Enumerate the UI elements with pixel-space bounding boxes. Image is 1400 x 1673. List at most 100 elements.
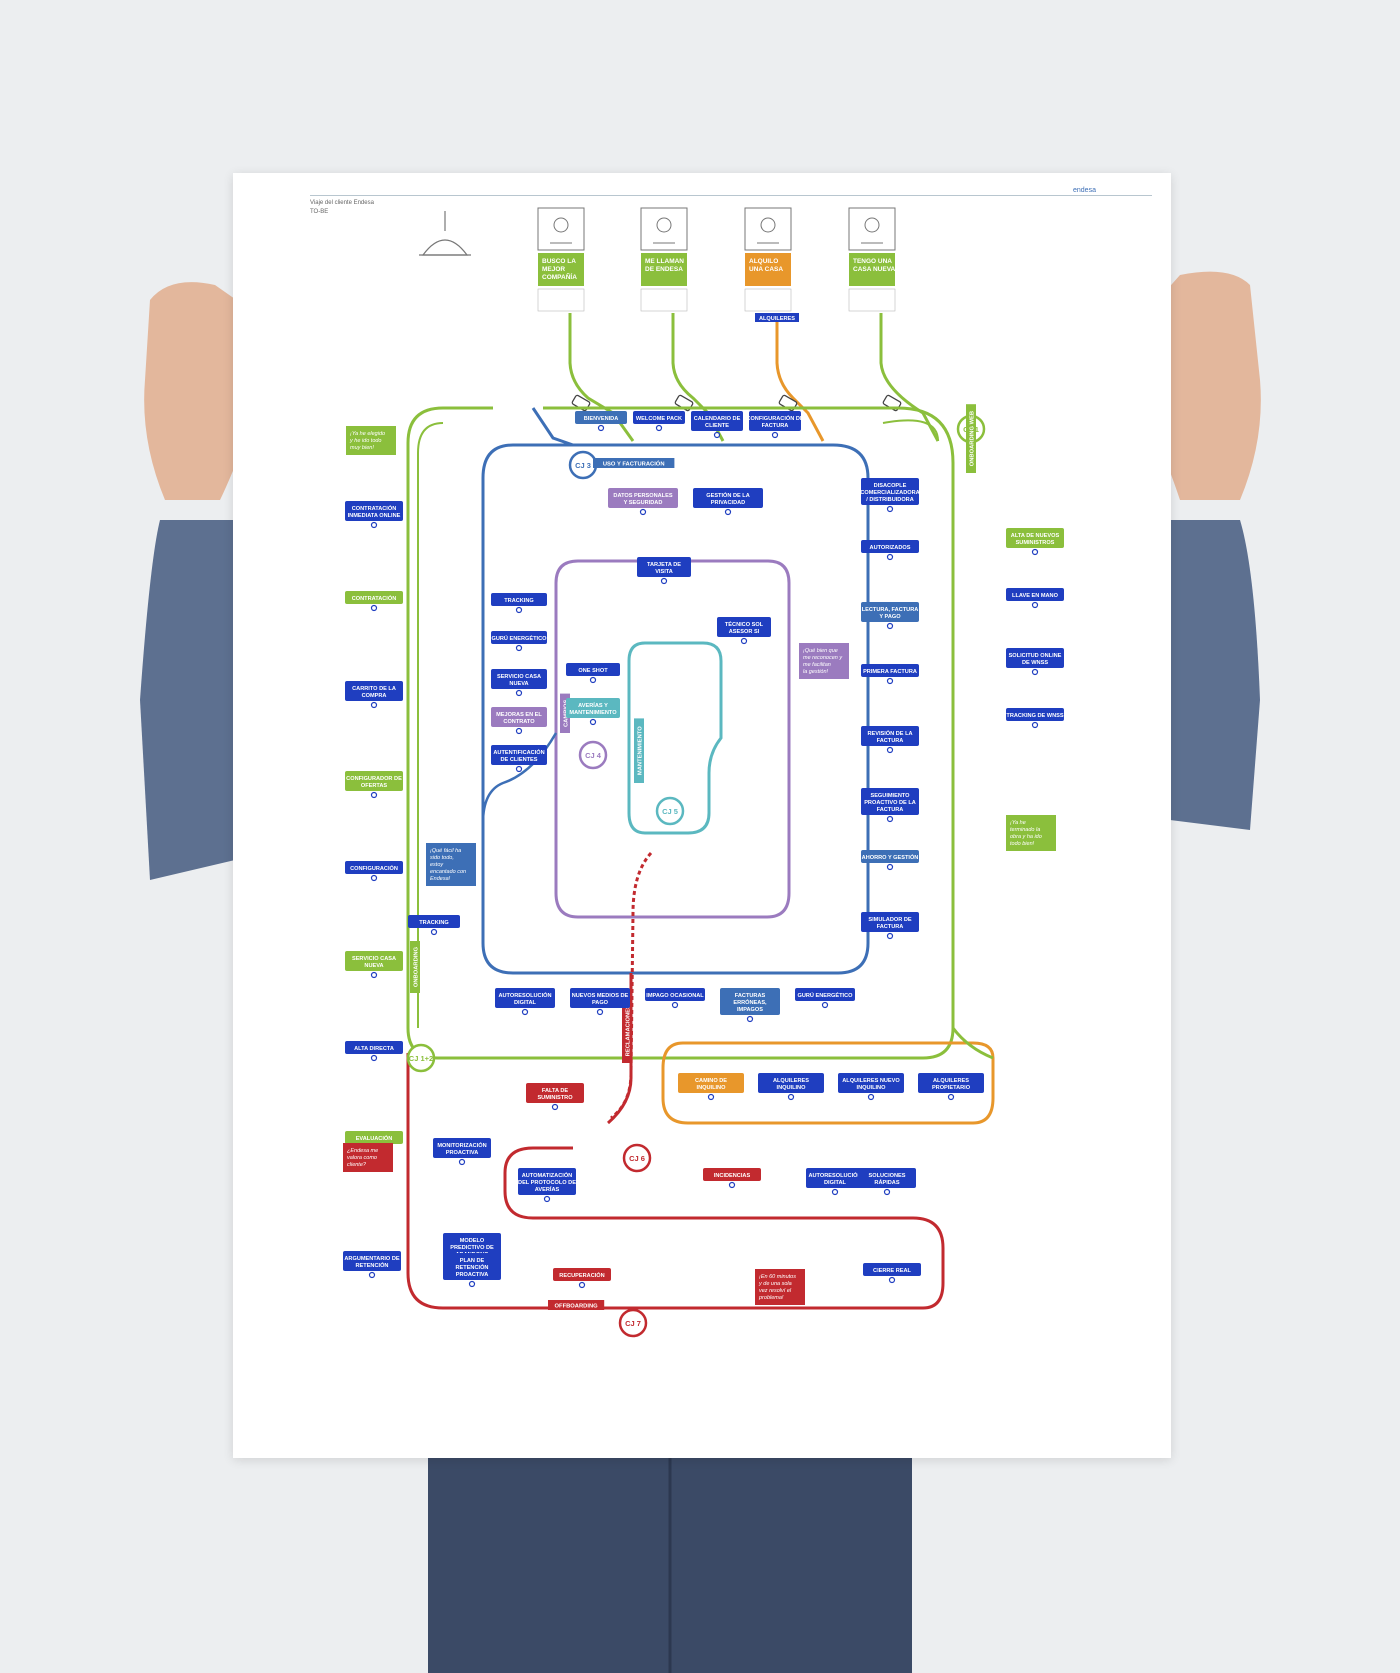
svg-text:Endesa!: Endesa! [430, 876, 451, 882]
svg-text:DIGITAL: DIGITAL [514, 1000, 537, 1006]
svg-text:AUTOMATIZACIÓN: AUTOMATIZACIÓN [522, 1171, 572, 1179]
svg-text:DE WNSS: DE WNSS [1022, 660, 1048, 666]
svg-text:ALQUILERES: ALQUILERES [759, 316, 795, 322]
svg-text:COMERCIALIZADORA: COMERCIALIZADORA [860, 490, 919, 496]
svg-text:¡Ya he: ¡Ya he [1010, 820, 1026, 826]
svg-text:DATOS PERSONALES: DATOS PERSONALES [613, 493, 672, 499]
svg-text:SEGUIMIENTO: SEGUIMIENTO [870, 793, 910, 799]
svg-text:TRACKING DE WNSS: TRACKING DE WNSS [1006, 713, 1063, 719]
poster-subtitle: TO-BE [310, 209, 329, 215]
svg-text:GURÚ ENERGÉTICO: GURÚ ENERGÉTICO [491, 634, 547, 642]
badge-cj-4: CJ 4 [578, 740, 608, 770]
svg-text:ALQUILERES: ALQUILERES [773, 1078, 809, 1084]
svg-text:FACTURA: FACTURA [877, 807, 904, 813]
journey-map-poster: Viaje del cliente Endesa TO-BE endesa [233, 173, 1171, 1458]
svg-text:NUEVA: NUEVA [509, 681, 528, 687]
station-cj3-right-1: AUTORIZADOS [861, 540, 919, 561]
svg-text:cliente?: cliente? [347, 1162, 367, 1168]
hand-key-icon [744, 207, 792, 251]
svg-text:DE CLIENTES: DE CLIENTES [501, 757, 538, 763]
svg-text:AUTENTIFICACIÓN: AUTENTIFICACIÓN [493, 748, 544, 756]
svg-text:PROACTIVA: PROACTIVA [446, 1150, 479, 1156]
svg-text:obra y ha ido: obra y ha ido [1010, 834, 1042, 840]
cj6-line-solid [607, 973, 633, 1125]
svg-text:RECUPERACIÓN: RECUPERACIÓN [559, 1271, 604, 1279]
loop-badges: CJ 1CJ 1+2CJ 3CJ 4CJ 5CJ 6CJ 7ONBOARDING… [406, 404, 986, 1338]
svg-text:la gestión!: la gestión! [803, 669, 829, 675]
svg-text:Y SEGURIDAD: Y SEGURIDAD [624, 500, 663, 506]
svg-text:CONFIGURADOR DE: CONFIGURADOR DE [346, 776, 402, 782]
svg-text:MANTENIMIENTO: MANTENIMIENTO [569, 710, 617, 716]
badge-cj-1-2: CJ 1+2 [406, 1043, 436, 1073]
svg-text:CIERRE REAL: CIERRE REAL [873, 1268, 911, 1274]
svg-text:ALQUILERES NUEVO: ALQUILERES NUEVO [842, 1078, 900, 1084]
svg-text:PROACTIVA: PROACTIVA [456, 1272, 489, 1278]
svg-text:VISITA: VISITA [655, 569, 673, 575]
svg-text:ONBOARDING: ONBOARDING [414, 946, 420, 987]
tablet-hand-icon [537, 207, 585, 251]
badge-cj-3: CJ 3 [568, 450, 598, 480]
svg-text:ALQUILO: ALQUILO [749, 258, 778, 265]
svg-text:CJ 3: CJ 3 [575, 461, 591, 470]
cj3-connector [531, 407, 574, 447]
station-cj1-right-1: LLAVE EN MANO [1006, 588, 1064, 609]
svg-text:AHORRO Y GESTIÓN: AHORRO Y GESTIÓN [862, 853, 919, 861]
svg-text:CLIENTE: CLIENTE [705, 423, 729, 429]
svg-text:UNA CASA: UNA CASA [749, 266, 783, 273]
station-cj4-3: GURÚ ENERGÉTICO [491, 631, 547, 652]
svg-text:OFERTAS: OFERTAS [361, 783, 388, 789]
svg-text:SOLICITUD ONLINE: SOLICITUD ONLINE [1009, 653, 1062, 659]
station-cj3-top-1: WELCOME PACK [633, 411, 685, 432]
svg-text:TENGO UNA: TENGO UNA [853, 258, 892, 265]
svg-text:WELCOME PACK: WELCOME PACK [636, 416, 682, 422]
svg-text:RETENCIÓN: RETENCIÓN [356, 1261, 389, 1269]
svg-text:SERVICIO CASA: SERVICIO CASA [497, 674, 541, 680]
svg-text:encantado con: encantado con [430, 869, 466, 875]
cj4-loop-line [554, 559, 791, 919]
svg-text:¡Qué bien que: ¡Qué bien que [803, 648, 838, 654]
svg-text:COMPAÑÍA: COMPAÑÍA [542, 272, 577, 281]
svg-text:me facilitan: me facilitan [803, 662, 831, 668]
svg-text:EVALUACIÓN: EVALUACIÓN [356, 1134, 393, 1142]
svg-text:SOLUCIONES: SOLUCIONES [869, 1173, 906, 1179]
svg-text:todo bien!: todo bien! [1010, 841, 1035, 847]
svg-text:INMEDIATA ONLINE: INMEDIATA ONLINE [348, 513, 401, 519]
svg-text:AUTORESOLUCIÓN: AUTORESOLUCIÓN [498, 991, 551, 999]
svg-text:LLAVE EN MANO: LLAVE EN MANO [1012, 593, 1059, 599]
svg-text:¡Ya he elegido: ¡Ya he elegido [350, 431, 385, 437]
alquileres-tag: ALQUILERES [755, 313, 799, 322]
svg-text:CJ 4: CJ 4 [585, 751, 602, 760]
svg-text:MODELO: MODELO [460, 1238, 485, 1244]
svg-text:REVISIÓN DE LA: REVISIÓN DE LA [867, 729, 912, 737]
journey-map: CJ 1CJ 1+2CJ 3CJ 4CJ 5CJ 6CJ 7ONBOARDING… [343, 207, 1064, 1338]
svg-text:INQUILINO: INQUILINO [857, 1085, 887, 1091]
cj1-loop-line [406, 406, 955, 1060]
svg-text:RETENCIÓN: RETENCIÓN [456, 1263, 489, 1271]
station-cj4-2: TRACKING [491, 593, 547, 614]
svg-text:valora como: valora como [347, 1155, 377, 1161]
station-cj3-bottom-4: GURÚ ENERGÉTICO [795, 988, 855, 1009]
banner-uso-y-facturaci-n: USO Y FACTURACIÓN [593, 458, 675, 468]
svg-text:¡Qué fácil ha: ¡Qué fácil ha [430, 848, 461, 854]
banner-onboarding-web: ONBOARDING WEB [966, 404, 976, 473]
svg-text:SUMINISTROS: SUMINISTROS [1016, 540, 1055, 546]
svg-text:ALTA DIRECTA: ALTA DIRECTA [354, 1046, 394, 1052]
svg-text:LECTURA, FACTURA: LECTURA, FACTURA [862, 607, 919, 613]
